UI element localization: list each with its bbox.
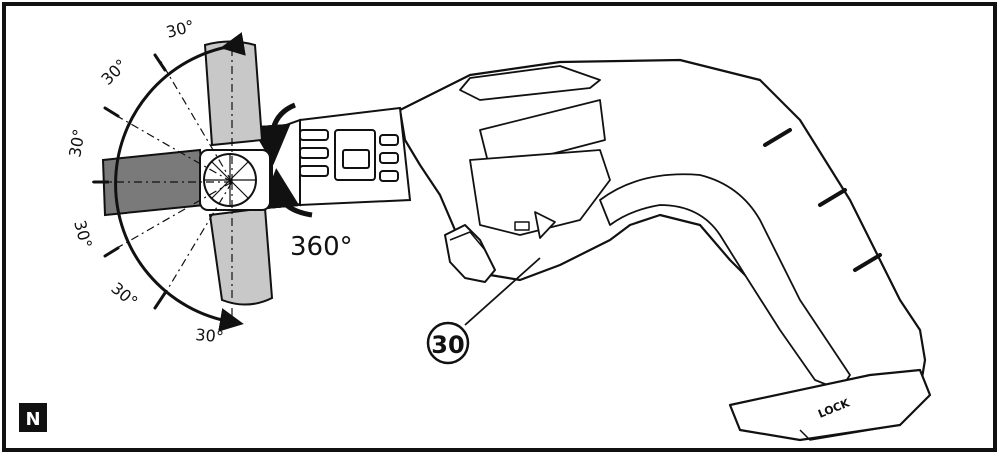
callout-number: 30 — [431, 331, 464, 359]
angle-label: 30° — [65, 127, 89, 158]
rotation-label: 360° — [290, 232, 353, 262]
callout-leader — [464, 257, 541, 326]
angle-guide — [90, 32, 246, 332]
angle-label: 30° — [195, 325, 225, 346]
heat-gun-body — [398, 58, 932, 442]
control-head — [271, 106, 412, 207]
panel-label-box — [19, 403, 47, 432]
panel-label: N — [25, 409, 40, 430]
callout-circle — [426, 321, 470, 365]
rotation-arrows — [250, 102, 313, 218]
